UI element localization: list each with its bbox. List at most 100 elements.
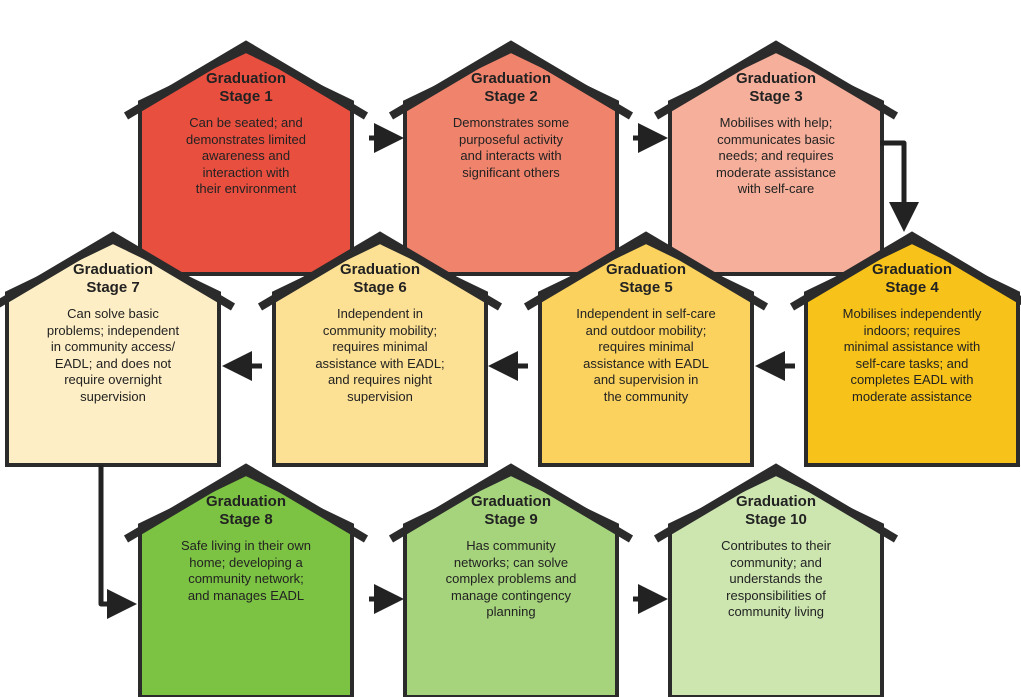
house-stage-4	[789, 231, 1021, 467]
stage-5-number: Stage 5	[619, 279, 673, 296]
stage-4-title: Graduation	[871, 261, 952, 278]
house-stage-9	[388, 463, 634, 697]
stage-9-number: Stage 9	[484, 511, 538, 528]
stage-4-description-line: minimal assistance with	[843, 339, 981, 354]
stage-8-description-line: and manages EADL	[187, 587, 305, 603]
stage-3-number: Stage 3	[749, 88, 803, 105]
stage-6-description-line: requires minimal	[332, 339, 428, 354]
stage-10-description-line: Contributes to their	[721, 538, 831, 553]
house-stage-5	[523, 231, 769, 467]
stage-9-description-line: planning	[486, 604, 536, 619]
house-roof-9	[388, 463, 634, 543]
stage-8-number: Stage 8	[219, 511, 273, 528]
stage-7-description-line: in community access/	[50, 339, 176, 354]
stage-7-number: Stage 7	[86, 279, 140, 296]
stage-5-title: Graduation	[605, 261, 686, 278]
stage-1-description-line: demonstrates limited	[186, 131, 306, 147]
stage-10-description-line: community living	[727, 604, 825, 619]
stage-9-description-line: networks; can solve	[453, 554, 569, 570]
stage-9-description-line: Has community	[466, 538, 556, 553]
house-stage-2	[388, 40, 634, 276]
stage-9-description-line: complex problems and	[445, 571, 577, 586]
stage-8-description-line: home; developing a	[189, 554, 303, 570]
house-roof-7	[0, 231, 236, 311]
house-roof-10	[653, 463, 899, 543]
stage-1-description-line: their environment	[195, 181, 297, 196]
house-roof-5	[523, 231, 769, 311]
stage-5-description-line: Independent in self-care	[576, 306, 716, 321]
stage-5-description-line: and supervision in	[593, 372, 699, 387]
house-roof-1	[123, 40, 369, 120]
house-roof-3	[653, 40, 899, 120]
stage-7-description-line: require overnight	[64, 372, 162, 387]
stage-4-description-line: Mobilises independently	[842, 306, 982, 321]
stage-8-title: Graduation	[205, 493, 286, 510]
stage-5-description-line: the community	[603, 388, 689, 404]
stage-3-description-line: Mobilises with help;	[719, 115, 833, 130]
stage-4-description-line: moderate assistance	[852, 388, 972, 404]
stage-8-description-line: Safe living in their own	[180, 538, 312, 553]
stage-4-description-line: completes EADL with	[850, 372, 974, 387]
stage-2-description-line: purposeful activity	[458, 131, 564, 147]
stage-10-title: Graduation	[735, 493, 816, 510]
stage-7-description-line: Can solve basic	[67, 306, 159, 321]
stage-5-description-line: requires minimal	[598, 339, 694, 354]
stage-7-description-line: EADL; and does not	[54, 355, 172, 371]
house-stage-3	[653, 40, 899, 276]
stage-6-description-line: supervision	[347, 388, 413, 404]
stage-2-description-line: Demonstrates some	[452, 115, 570, 130]
stage-2-number: Stage 2	[484, 88, 538, 105]
stage-7-description-line: supervision	[80, 388, 146, 404]
house-roof-6	[257, 231, 503, 311]
stage-2-description-line: and interacts with	[460, 148, 562, 163]
stage-9-description-line: manage contingency	[451, 587, 571, 603]
stage-7-title: Graduation	[72, 261, 153, 278]
house-roof-4	[789, 231, 1021, 311]
stage-6-title: Graduation	[339, 261, 420, 278]
stage-1-title: Graduation	[205, 70, 286, 87]
stage-5-description-line: assistance with EADL	[583, 355, 709, 371]
stage-4-description-line: self-care tasks; and	[855, 355, 969, 371]
stage-6-description-line: assistance with EADL;	[315, 355, 445, 371]
stage-3-title: Graduation	[735, 70, 816, 87]
stage-6-description-line: Independent in	[336, 306, 424, 321]
stage-6-number: Stage 6	[353, 279, 407, 296]
stage-10-description-line: understands the	[729, 571, 823, 586]
stage-4-number: Stage 4	[885, 279, 939, 296]
stage-10-number: Stage 10	[745, 511, 807, 528]
stage-2-title: Graduation	[470, 70, 551, 87]
house-stage-10	[653, 463, 899, 697]
stage-2-description-line: significant others	[462, 164, 560, 180]
stage-3-description-line: with self-care	[737, 181, 815, 196]
stage-3-description-line: communicates basic	[717, 131, 835, 147]
stage-3-description-line: moderate assistance	[716, 164, 836, 180]
stage-1-number: Stage 1	[219, 88, 273, 105]
house-stage-7	[0, 231, 236, 467]
stage-10-description-line: responsibilities of	[726, 587, 826, 603]
stage-1-description-line: Can be seated; and	[189, 115, 303, 130]
house-roof-8	[123, 463, 369, 543]
stage-9-title: Graduation	[470, 493, 551, 510]
arrow-3-to-4	[880, 140, 919, 232]
stage-1-description-line: interaction with	[202, 164, 290, 180]
